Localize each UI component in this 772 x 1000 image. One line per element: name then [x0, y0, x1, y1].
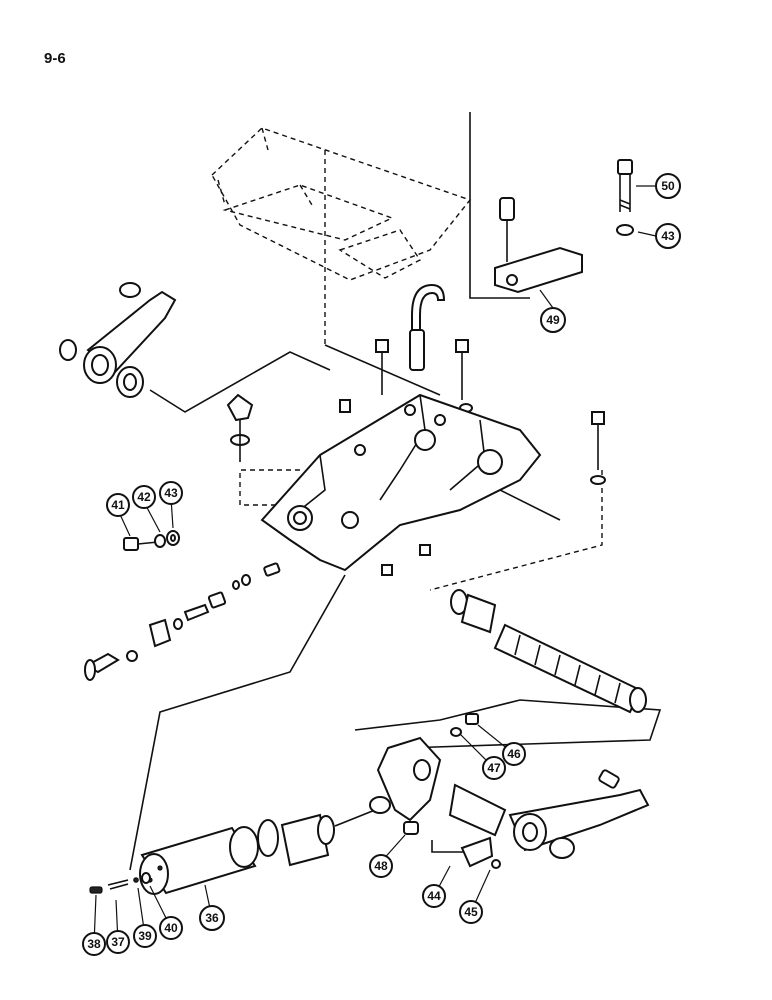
rockshaft-cover-outline: [211, 127, 472, 345]
callout-41: 41: [106, 493, 130, 517]
callout-49-label: 49: [546, 313, 560, 327]
callout-39: 39: [133, 924, 157, 948]
bracket-49-assembly: [494, 159, 634, 294]
callout-42: 42: [132, 485, 156, 509]
callout-41-label: 41: [111, 498, 125, 512]
callout-40-label: 40: [164, 921, 178, 935]
lift-cylinder-36: [139, 796, 391, 895]
callout-39-label: 39: [138, 929, 152, 943]
callout-47: 47: [482, 756, 506, 780]
left-lift-arm: [59, 282, 177, 398]
callout-50: 50: [655, 173, 681, 199]
page-number: 9-6: [44, 50, 66, 67]
callout-44: 44: [422, 884, 446, 908]
cylinder-small-parts: [89, 872, 151, 894]
callout-37: 37: [106, 930, 130, 954]
assembly-leader-lines: [129, 112, 662, 871]
oil-pipe: [409, 283, 446, 371]
callout-38-label: 38: [87, 937, 101, 951]
callout-43-left: 43: [159, 481, 183, 505]
callout-50-label: 50: [661, 179, 675, 193]
callout-43-top: 43: [655, 223, 681, 249]
small-parts-44-48: [403, 713, 501, 869]
callout-47-label: 47: [487, 761, 501, 775]
callout-46-label: 46: [507, 747, 521, 761]
callout-45-label: 45: [464, 905, 478, 919]
callout-40: 40: [159, 916, 183, 940]
callout-42-label: 42: [137, 490, 151, 504]
right-lift-arm: [376, 736, 650, 859]
callout-48: 48: [369, 854, 393, 878]
callout-43-left-label: 43: [164, 486, 178, 500]
callout-38: 38: [82, 932, 106, 956]
callout-43-top-label: 43: [661, 229, 675, 243]
main-valve-housing: [260, 393, 542, 576]
callout-46: 46: [502, 742, 526, 766]
callout-36: 36: [199, 905, 225, 931]
control-knob: [226, 393, 254, 462]
callout-37-label: 37: [111, 935, 125, 949]
bolt-41-washers: [123, 530, 180, 551]
housing-bolts: [375, 339, 606, 485]
rockshaft: [450, 589, 647, 714]
valve-plunger-stack: [83, 562, 281, 681]
callout-36-label: 36: [205, 911, 219, 925]
callout-45: 45: [459, 900, 483, 924]
callout-48-label: 48: [374, 859, 388, 873]
callout-44-label: 44: [427, 889, 441, 903]
callout-49: 49: [540, 307, 566, 333]
